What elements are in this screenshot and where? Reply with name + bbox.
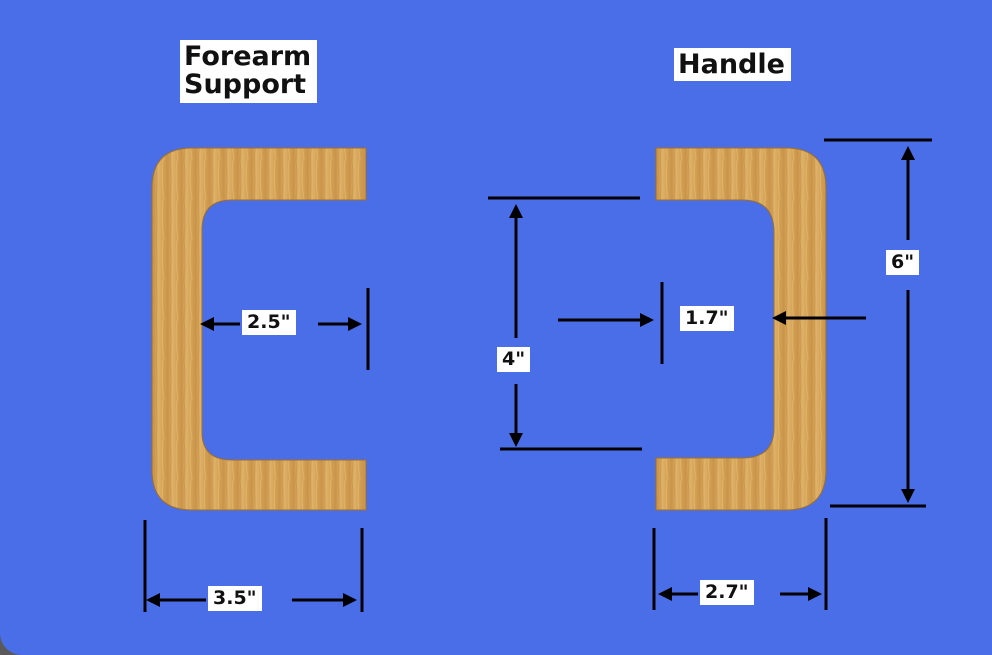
forearm-inner-width-label: 2.5" [242,310,296,335]
handle-outer-width-dimension [652,518,828,610]
handle-inner-height-label: 4" [497,347,531,372]
forearm-title-line1: Forearm [184,41,312,72]
forearm-outer-width-dimension [143,520,364,612]
forearm-outer-width-label: 3.5" [208,586,262,611]
forearm-support-title: Forearm Support [180,40,318,103]
forearm-inner-width-dimension [200,288,370,370]
handle-outer-height-label: 6" [886,250,920,275]
handle-wall-thickness-dimension [558,282,866,364]
handle-outer-width-label: 2.7" [700,580,754,605]
handle-outer-height-dimension [824,138,932,508]
handle-wall-thickness-label: 1.7" [680,306,734,331]
forearm-support-piece [151,147,367,511]
handle-inner-height-dimension [488,196,642,451]
forearm-title-line2: Support [184,69,307,101]
handle-title: Handle [674,48,791,81]
handle-piece [655,147,827,511]
